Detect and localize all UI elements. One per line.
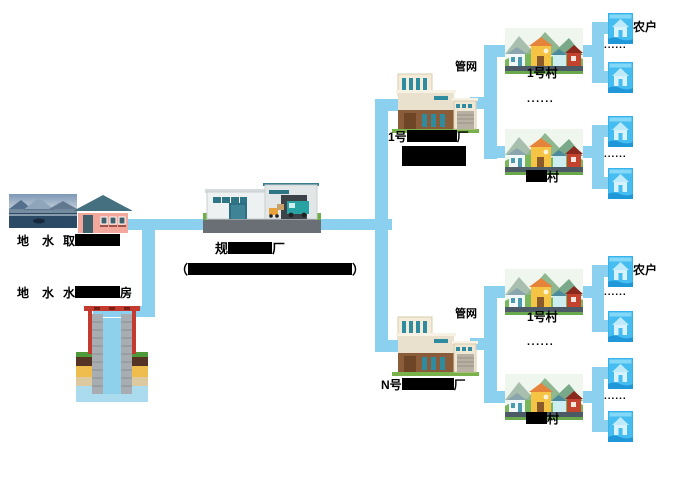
pipe-branch1-distributor [484, 45, 497, 159]
pipe-village4-inlet [484, 391, 506, 403]
label-village-3: 1号村 [527, 310, 558, 324]
pipe-households2-vertical [592, 125, 604, 189]
ellipsis-households-3: ...... [604, 287, 627, 298]
label-village-2: 村 [526, 170, 559, 184]
label-village-4: 村 [526, 412, 559, 426]
ellipsis-households-1: ...... [604, 40, 627, 51]
pipe-household4b-stub [592, 420, 608, 432]
ellipsis-households-4: ...... [604, 391, 627, 402]
label-pipe-network-n: 管网 [455, 308, 477, 320]
household-icon [608, 168, 633, 199]
pipe-well-riser [142, 226, 155, 316]
label-surface-water-intake: 地水取 [17, 233, 121, 248]
pipe-households1-vertical [592, 22, 604, 83]
pipe-household2a-stub [592, 125, 608, 137]
pipe-household3a-stub [592, 265, 608, 277]
village-2-icon [505, 129, 583, 175]
label-farmer-households-3: 农户 [633, 263, 658, 277]
pipe-trunk-vertical [375, 99, 388, 352]
ellipsis-households-2: ...... [604, 149, 627, 160]
pipe-household3b-stub [592, 320, 608, 332]
pipe-household4a-stub [592, 367, 608, 379]
groundwater-well-icon [76, 306, 148, 402]
pipe-village1-inlet [484, 45, 506, 57]
label-branch-plant-1: 1号厂 [388, 130, 469, 144]
branch-plant-1-icon [392, 72, 479, 133]
pipe-village2-inlet [484, 146, 506, 158]
label-branch-plant-n: N号厂 [381, 378, 466, 392]
label-central-plant-line2: （） [175, 262, 366, 277]
label-farmer-households-1: 农户 [633, 20, 658, 34]
ellipsis-villages-bottom: ...... [527, 336, 555, 348]
household-icon [608, 411, 633, 442]
label-groundwater-pumproom: 地水水房 [17, 286, 133, 300]
pipe-well-horizontal [93, 306, 155, 317]
household-icon [608, 256, 633, 287]
label-pipe-network-1: 管网 [455, 61, 477, 73]
central-plant-icon [203, 183, 321, 233]
village-3-icon [505, 269, 583, 315]
ellipsis-villages-top: ...... [527, 93, 555, 105]
label-branch-plant-1-line2 [402, 146, 466, 166]
household-icon [608, 311, 633, 342]
label-village-1: 1号村 [527, 66, 558, 80]
pipe-household2b-stub [592, 177, 608, 189]
pipe-household1a-stub [592, 22, 608, 34]
pipe-village3-inlet [484, 286, 506, 298]
pipe-branchN-distributor [484, 286, 497, 403]
branch-plant-n-icon [392, 315, 479, 376]
label-central-plant-line1: 规厂 [215, 241, 286, 256]
pipe-branchN-inlet [375, 340, 400, 352]
pipe-households3-vertical [592, 265, 604, 332]
household-icon [608, 116, 633, 147]
pipe-branch1-inlet [375, 99, 400, 111]
intake-pump-house-icon [74, 195, 132, 233]
pipe-households4-vertical [592, 367, 604, 432]
household-icon [608, 62, 633, 93]
surface-water-photo [9, 194, 77, 228]
pipe-household1b-stub [592, 71, 608, 83]
household-icon [608, 358, 633, 389]
